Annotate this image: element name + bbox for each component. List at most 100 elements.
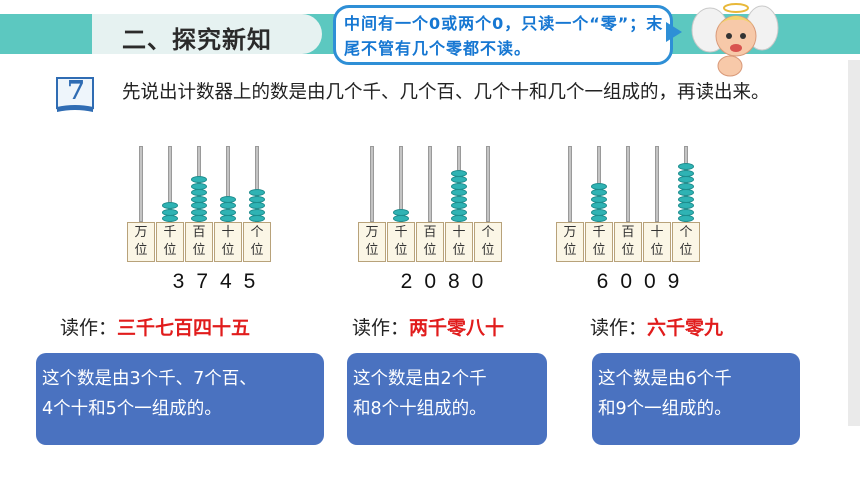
abacus-bead [591,195,607,203]
abacus-bead [451,189,467,196]
abacus-bead [393,208,409,216]
abacus-bead [678,202,694,209]
place-label: 个位 [243,222,271,262]
abacus-bead [451,176,467,183]
abacus-bead [678,215,694,222]
question-number: 7 [66,76,86,106]
abacus-bead [678,208,694,216]
read-as: 读作：三千七百四十五 [60,313,250,340]
abacus-bead [678,176,694,183]
abacus-bead [220,215,236,222]
abacus-bead [591,182,607,190]
composition-line: 和9个一组成的。 [598,399,732,419]
composition-box: 这个数是由2个千和8个十组成的。 [347,353,547,445]
abacus-bead [591,189,607,196]
abacus-number: 2080 [400,270,496,293]
abacus-rod [139,146,143,222]
place-label: 十位 [643,222,671,262]
abacus-bead [249,208,265,216]
tip-bubble [333,5,673,65]
abacus: 万位千位百位十位个位 [127,146,273,266]
abacus-bead [393,215,409,222]
read-answer: 六千零九 [647,317,724,339]
place-label: 百位 [416,222,444,262]
composition-box: 这个数是由3个千、7个百、 4个十和5个一组成的。 [36,353,324,445]
read-answer: 三千七百四十五 [117,317,251,339]
question-text: 先说出计数器上的数是由几个千、几个百、几个十和几个一组成的，再读出来。 [122,82,770,103]
abacus-bead [220,202,236,209]
abacus-bead [191,202,207,209]
composition-line: 这个数是由2个千 [353,369,487,389]
abacus-bead [451,202,467,209]
question-badge-icon [56,77,94,112]
cherub-icon [691,3,779,77]
abacus: 万位千位百位十位个位 [556,146,702,266]
read-prefix: 读作： [60,317,118,339]
abacus-rod [626,146,630,222]
abacus-bead [162,202,178,209]
abacus-bead [591,215,607,222]
abacus-bead [162,208,178,216]
place-label: 万位 [127,222,155,262]
abacus-bead [451,195,467,203]
place-label: 千位 [387,222,415,262]
place-label: 百位 [185,222,213,262]
abacus-bead [191,182,207,190]
abacus-bead [191,176,207,183]
place-label: 十位 [445,222,473,262]
title-tab [92,14,322,54]
abacus-bead [678,195,694,203]
abacus-rod [428,146,432,222]
composition-line: 和8个十组成的。 [353,399,487,419]
abacus-bead [220,208,236,216]
place-label: 十位 [214,222,242,262]
abacus-bead [191,215,207,222]
place-label: 个位 [672,222,700,262]
abacus-bead [451,182,467,190]
abacus-rod [486,146,490,222]
read-prefix: 读作： [590,317,648,339]
composition-line: 4个十和5个一组成的。 [42,399,222,419]
abacus-bead [191,208,207,216]
scroll-edge [848,60,860,426]
abacus-bead [451,169,467,177]
read-prefix: 读作： [352,317,410,339]
abacus-bead [162,215,178,222]
place-label: 个位 [474,222,502,262]
abacus-bead [249,195,265,203]
composition-box: 这个数是由6个千和9个一组成的。 [592,353,800,445]
abacus-bead [451,215,467,222]
read-as: 读作：六千零九 [590,313,723,340]
abacus-bead [220,195,236,203]
abacus-rod [655,146,659,222]
abacus-number: 3745 [172,270,268,293]
abacus-rod [370,146,374,222]
abacus-bead [678,189,694,196]
abacus-bead [191,189,207,196]
abacus-bead [249,202,265,209]
composition-line: 这个数是由3个千、7个百、 [42,369,257,389]
abacus-number: 6009 [596,270,692,293]
abacus-bead [678,169,694,177]
abacus-bead [249,189,265,196]
abacus-rod [568,146,572,222]
place-label: 千位 [156,222,184,262]
section-title: 二、探究新知 [122,26,272,54]
place-label: 百位 [614,222,642,262]
abacus-bead [678,182,694,190]
place-label: 千位 [585,222,613,262]
tip-text: 中间有一个0或两个0，只读一个“零”；末尾不管有几个零都不读。 [344,14,664,58]
place-label: 万位 [556,222,584,262]
abacus: 万位千位百位十位个位 [358,146,504,266]
abacus-bead [451,208,467,216]
composition-line: 这个数是由6个千 [598,369,732,389]
abacus-bead [591,208,607,216]
tip-bubble-tail [666,22,682,42]
abacus-bead [591,202,607,209]
abacus-bead [678,163,694,170]
abacus-bead [249,215,265,222]
abacus-bead [191,195,207,203]
place-label: 万位 [358,222,386,262]
read-answer: 两千零八十 [409,317,505,339]
read-as: 读作：两千零八十 [352,313,504,340]
